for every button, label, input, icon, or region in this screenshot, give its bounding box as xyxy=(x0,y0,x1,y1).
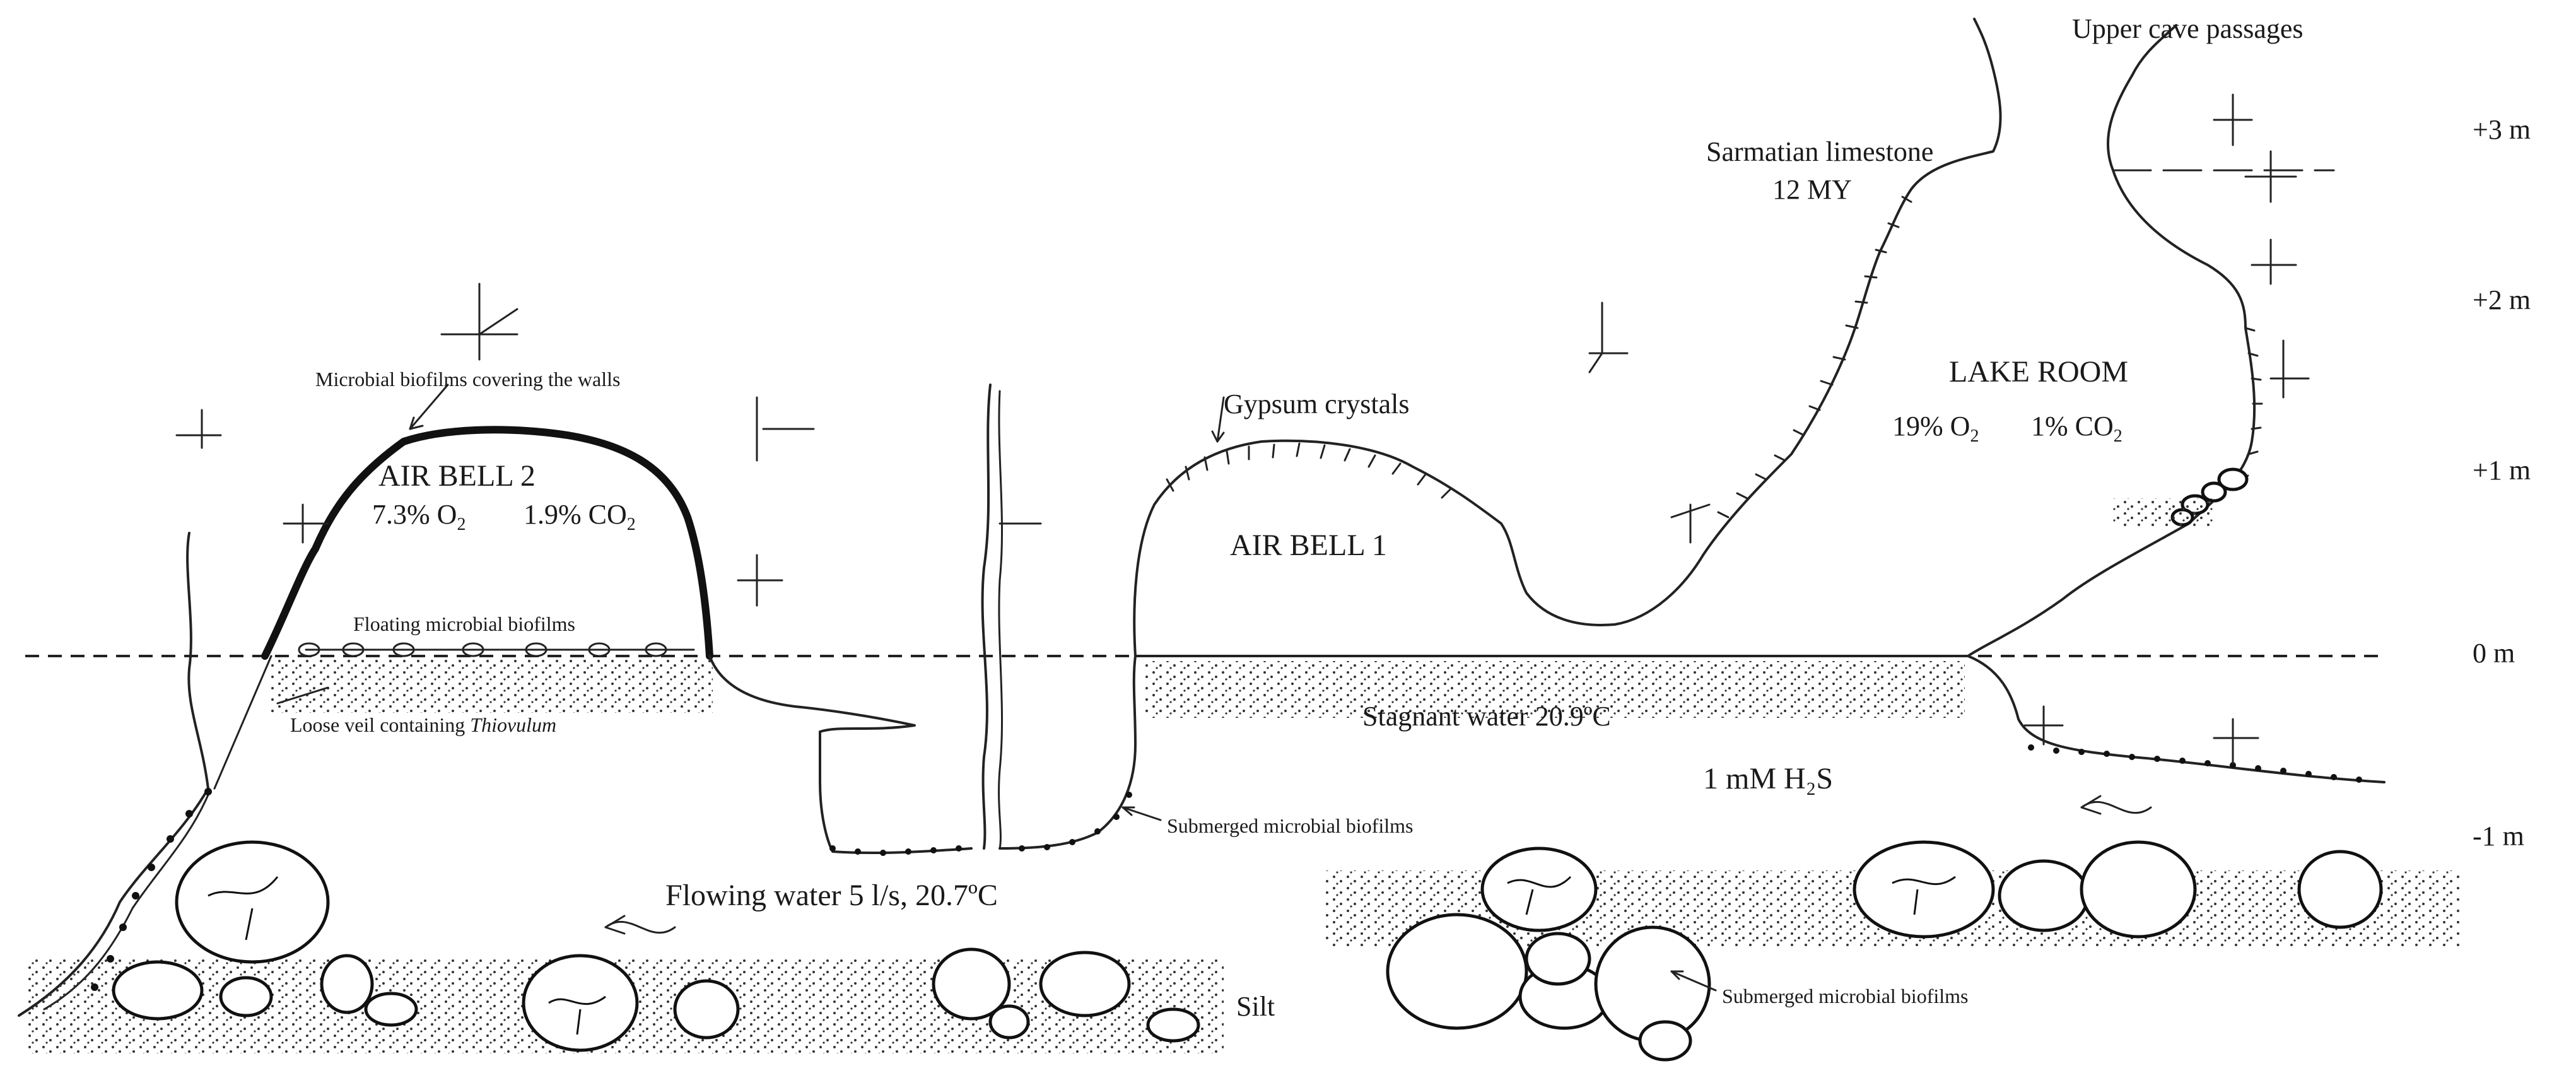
label-silt: Silt xyxy=(1236,991,1275,1022)
scale-plus-3m: +3 m xyxy=(2473,114,2531,145)
bottom-rocks xyxy=(25,840,2460,1062)
label-stagnant-water: Stagnant water 20.9ºC xyxy=(1362,701,1611,732)
label-submerged-biofilms-1: Submerged microbial biofilms xyxy=(1167,814,1413,837)
pointer-arrows xyxy=(276,384,1717,992)
label-ab2-o2: 7.3% O2 xyxy=(372,499,465,534)
scale-plus-1m: +1 m xyxy=(2473,455,2531,486)
label-lake-o2: 19% O2 xyxy=(1892,411,1979,446)
label-air-bell-2: AIR BELL 2 xyxy=(378,459,536,493)
label-flowing-water: Flowing water 5 l/s, 20.7ºC xyxy=(665,879,998,912)
label-submerged-biofilms-2: Submerged microbial biofilms xyxy=(1722,985,1968,1007)
lake-room xyxy=(1702,18,2386,783)
scale-0m: 0 m xyxy=(2473,638,2515,669)
stagnant-water-sediment xyxy=(1145,661,1965,718)
label-sarmatian-limestone: Sarmatian limestone xyxy=(1706,136,1933,167)
label-ab2-co2: 1.9% CO2 xyxy=(524,499,636,534)
label-biofilms-walls: Microbial biofilms covering the walls xyxy=(315,368,620,390)
label-lake-co2: 1% CO2 xyxy=(2031,411,2122,446)
flow-arrows xyxy=(604,795,2152,935)
label-h2s: 1 mM H₂S xyxy=(1703,762,1833,795)
label-age: 12 MY xyxy=(1772,174,1852,205)
label-lake-room: LAKE ROOM xyxy=(1949,355,2128,389)
loose-veil-sediment xyxy=(271,659,713,713)
limestone-crack-symbols xyxy=(175,93,2310,765)
label-floating-biofilms: Floating microbial biofilms xyxy=(353,612,575,635)
label-upper-cave-passages: Upper cave passages xyxy=(2072,13,2304,44)
scale-plus-2m: +2 m xyxy=(2473,284,2531,315)
label-air-bell-1: AIR BELL 1 xyxy=(1230,529,1387,562)
scale-minus-1m: -1 m xyxy=(2473,821,2524,852)
air-bell-2 xyxy=(261,426,713,713)
label-gypsum-crystals: Gypsum crystals xyxy=(1224,389,1410,419)
depth-scale: +3 m +2 m +1 m 0 m -1 m xyxy=(2473,114,2531,852)
central-shaft xyxy=(708,384,1137,856)
label-loose-veil: Loose veil containing Thiovulum xyxy=(290,713,556,736)
air-bell-1 xyxy=(1133,439,1965,718)
